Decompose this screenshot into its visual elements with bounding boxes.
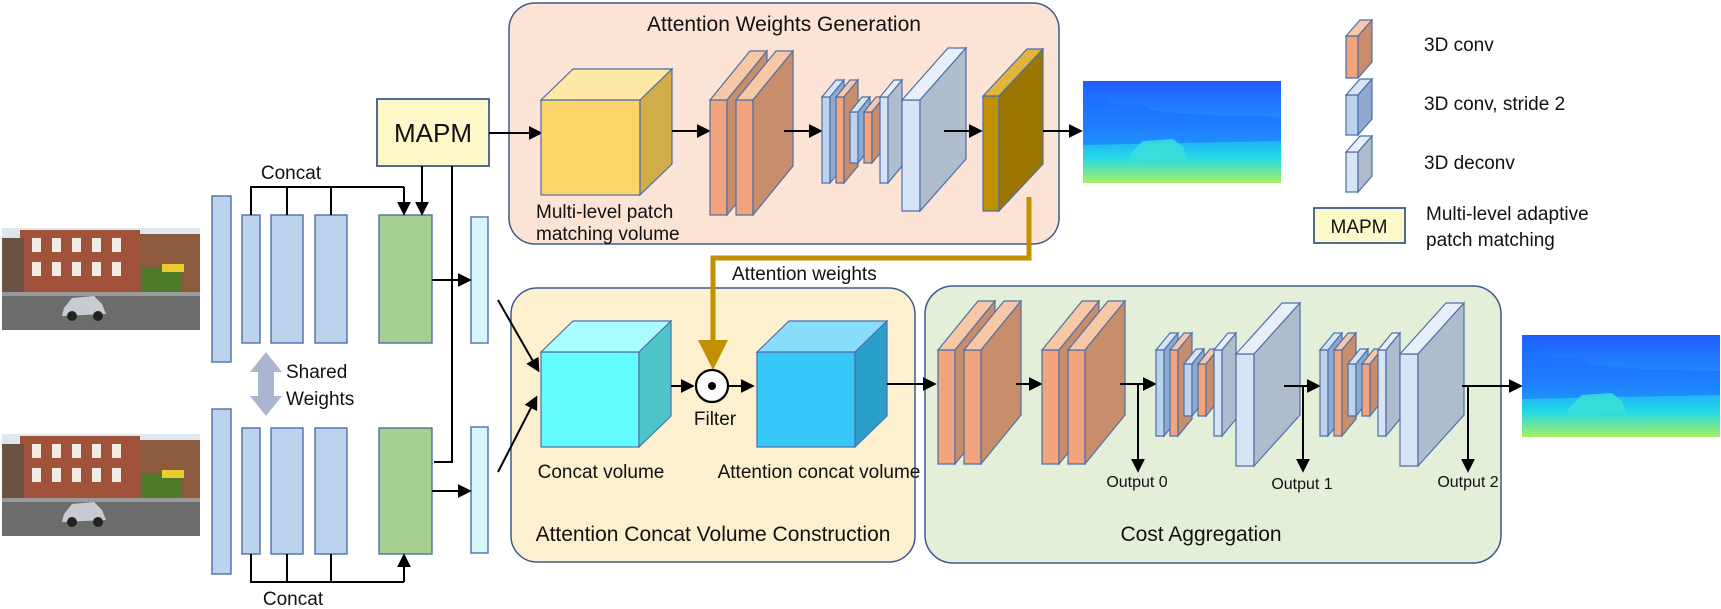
concat-volume-title: Attention Concat Volume Construction	[536, 523, 891, 546]
output0-label: Output 0	[1106, 474, 1167, 491]
legend-mapm-box-label: MAPM	[1331, 217, 1388, 238]
attention-weight-layer	[981, 47, 1045, 213]
legend-3d-conv-label: 3D conv	[1424, 35, 1494, 56]
shared-weights-arrow	[250, 352, 282, 416]
cost-conv-block-2	[1040, 299, 1127, 466]
patch-volume-label-line2: matching volume	[536, 224, 680, 245]
bottom-feature-map	[470, 426, 489, 554]
top-feature-extractor	[211, 195, 348, 363]
concat-volume-cube	[539, 319, 673, 449]
bottom-feature-output	[378, 427, 433, 555]
bottom-concat-connector	[250, 553, 411, 583]
attention-concat-volume-label: Attention concat volume	[718, 462, 921, 483]
attention-disparity-output	[1083, 81, 1281, 183]
right-input-image	[2, 434, 200, 536]
top-concat-label: Concat	[261, 163, 322, 184]
cost-conv-block-1	[936, 299, 1023, 466]
multi-level-patch-volume-cube	[539, 67, 674, 197]
legend-mapm-label-line1: Multi-level adaptive	[1426, 204, 1589, 225]
patch-volume-label-line1: Multi-level patch	[536, 202, 673, 223]
legend: 3D conv 3D conv, stride 2 3D deconv MAPM…	[1313, 18, 1589, 251]
cost-hourglass-2	[1318, 301, 1466, 468]
final-disparity-output	[1522, 335, 1720, 437]
feature-to-concat-arrows	[497, 299, 540, 473]
legend-mapm-label-line2: patch matching	[1426, 230, 1555, 251]
cost-aggregation-title: Cost Aggregation	[1120, 523, 1281, 546]
attn-conv-block	[708, 49, 795, 217]
attention-concat-volume-cube	[755, 319, 889, 449]
cost-hourglass-1	[1154, 301, 1302, 468]
feature-to-map-arrows	[432, 273, 472, 498]
attention-weights-title: Attention Weights Generation	[647, 13, 921, 36]
top-feature-map	[470, 216, 489, 344]
legend-3d-deconv-swatch	[1344, 134, 1374, 194]
bottom-concat-label: Concat	[263, 589, 324, 609]
legend-3d-conv-stride2-label: 3D conv, stride 2	[1424, 94, 1565, 115]
top-concat-connector	[250, 186, 411, 216]
legend-3d-conv-swatch	[1344, 18, 1374, 80]
left-input-image	[2, 228, 200, 330]
concat-volume-label: Concat volume	[538, 462, 665, 483]
legend-3d-deconv-label: 3D deconv	[1424, 153, 1515, 174]
attention-weights-label: Attention weights	[732, 264, 877, 285]
top-feature-output	[378, 214, 433, 344]
shared-weights-label-line2: Weights	[286, 389, 354, 410]
filter-operator	[694, 368, 730, 404]
filter-label: Filter	[694, 409, 737, 430]
bottom-feature-extractor	[211, 408, 348, 575]
mapm-label: MAPM	[394, 118, 472, 148]
legend-3d-conv-stride2-swatch	[1344, 77, 1374, 137]
output1-label: Output 1	[1271, 476, 1332, 493]
shared-weights-label-line1: Shared	[286, 362, 347, 383]
attention-weights-path	[698, 197, 1032, 370]
mapm-connectors	[415, 126, 543, 463]
output2-label: Output 2	[1437, 474, 1498, 491]
legend-mapm-box	[1313, 207, 1406, 244]
attn-hourglass-block	[820, 46, 968, 213]
